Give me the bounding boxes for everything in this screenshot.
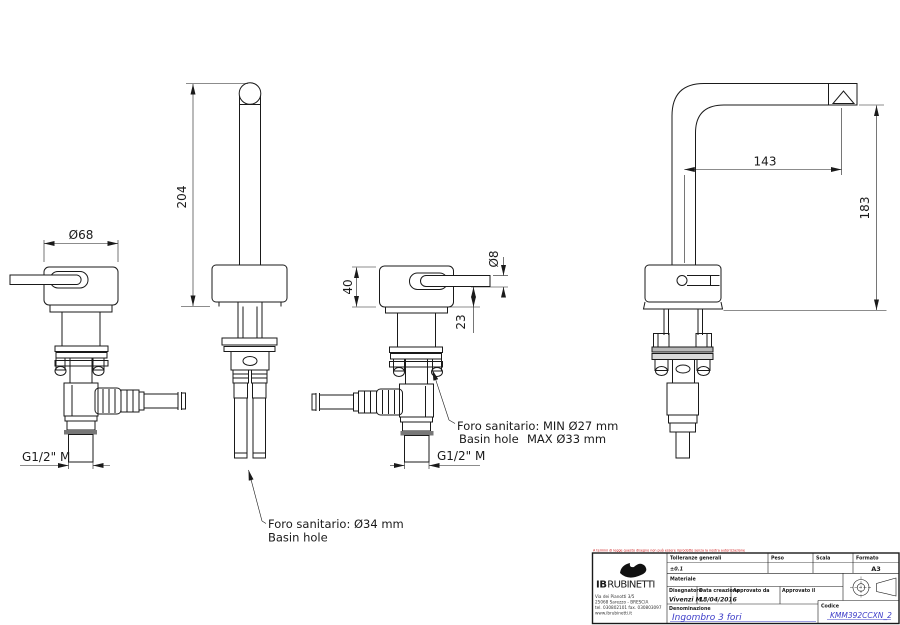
value-creation-date: 18/04/2016 <box>699 597 737 604</box>
company-address-3: tel. 030802101 fax. 030803097 <box>595 605 662 610</box>
thread-label-left: G1/2" M <box>22 450 70 464</box>
label-material: Materiale <box>670 577 696 583</box>
label-scale: Scala <box>816 556 830 562</box>
value-denomination: Ingombro 3 fori <box>672 613 742 623</box>
dim-outlet-height-lines <box>723 104 887 311</box>
company-name: IBRUBINETTI <box>596 580 655 591</box>
front-view-lever-left <box>9 240 186 469</box>
disclaimer-text: A termini di legge questo disegno non pu… <box>593 549 746 553</box>
value-tolerances: ±0.1 <box>670 567 683 573</box>
value-designer: Vivenzi M. <box>669 597 704 604</box>
dim-spout-height: 204 <box>175 186 189 209</box>
label-approved-on: Approvato il <box>782 588 816 594</box>
company-address-4: www.ibrubinetti.it <box>595 611 632 616</box>
dim-spout-height-lines <box>181 83 248 307</box>
dim-thread-right-lines <box>390 462 480 469</box>
dim-spout-reach-lines <box>683 108 842 263</box>
center-hole-leader <box>248 469 267 524</box>
company-address-1: Via dei Pianotti 3/5 <box>595 594 635 599</box>
label-format: Formato <box>856 556 879 562</box>
label-weight: Peso <box>771 556 785 562</box>
dim-lever-diameter: Ø8 <box>487 250 501 267</box>
dim-body-diameter-lines <box>43 240 119 262</box>
dim-spout-reach: 143 <box>754 155 777 169</box>
value-format: A3 <box>871 565 881 573</box>
dim-outlet-height: 183 <box>858 197 872 220</box>
thread-label-right: G1/2" M <box>437 449 485 463</box>
title-block <box>591 552 900 625</box>
company-address-2: 25068 Sarezzo - BRESCIA <box>595 600 648 605</box>
spout-front-view <box>181 82 288 524</box>
side-hole-leader <box>432 369 456 424</box>
dim-body-diameter: Ø68 <box>69 228 94 242</box>
front-view-lever-right <box>311 257 508 469</box>
label-tolerances: Tolleranze generali <box>670 556 722 562</box>
dim-lever-offset-lines <box>450 287 480 333</box>
label-creation-date: Data creazione <box>699 588 740 594</box>
label-code: Codice <box>821 604 840 610</box>
label-denomination: Denominazione <box>669 606 711 612</box>
dim-thread-left-lines <box>20 462 110 469</box>
company-logo-icon <box>620 563 647 578</box>
value-code: KMM392CCXN_2 <box>830 611 892 620</box>
note-center-hole-line2: Basin hole <box>268 531 328 545</box>
supply-pipes <box>232 369 268 459</box>
label-approved-by: Approvato da <box>733 588 770 594</box>
dim-lever-diameter-lines <box>471 257 508 298</box>
note-side-hole-line1: Foro sanitario: MIN Ø27 mm <box>457 419 618 433</box>
projection-symbol-icon <box>850 576 897 599</box>
note-side-hole-line2-right: MAX Ø33 mm <box>527 432 606 446</box>
dim-body-height: 40 <box>341 279 355 294</box>
dim-lever-offset: 23 <box>454 314 468 329</box>
spout-side-view <box>642 83 887 459</box>
label-designer: Disegnatore <box>669 588 703 594</box>
note-center-hole-line1: Foro sanitario: Ø34 mm <box>268 517 404 531</box>
dim-body-height-lines <box>352 266 376 308</box>
note-side-hole-line2-left: Basin hole <box>459 432 519 446</box>
